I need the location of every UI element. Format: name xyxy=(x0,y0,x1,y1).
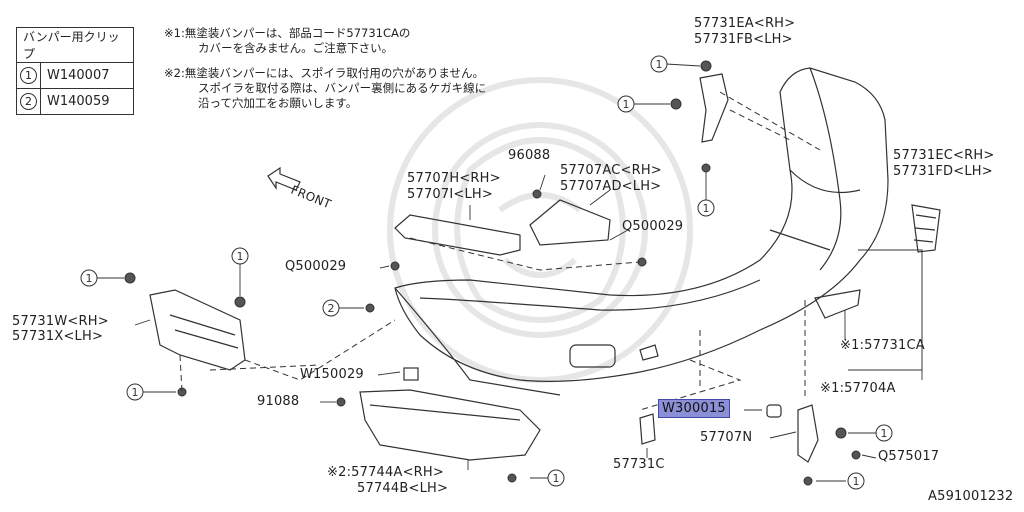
clip-table-header: バンパー用クリップ xyxy=(16,27,134,63)
side-spacer-right xyxy=(911,204,941,253)
svg-text:2: 2 xyxy=(328,302,335,315)
diagram-id: A591001232 xyxy=(928,489,1014,504)
clip-code: W140059 xyxy=(40,88,134,115)
clip-W150029 xyxy=(403,367,419,381)
label-57731EA: 57731EA<RH> xyxy=(694,16,796,31)
note-1-line-2: カバーを含みません。ご注意下さい。 xyxy=(198,41,394,55)
note-2-line-2: スポイラを取付る際は、バンパー裏側にあるケガキ線に xyxy=(198,81,487,95)
highlighted-part-number: W300015 xyxy=(658,399,730,418)
svg-text:1: 1 xyxy=(237,250,244,263)
lower-bracket-57707N xyxy=(797,404,819,463)
note-1-line-1: ※1:無塗装バンパーは、部品コード57731CAの xyxy=(164,26,411,40)
label-57731FB: 57731FB<LH> xyxy=(694,32,793,47)
callout-1: 1 xyxy=(231,247,249,265)
label-57731FD: 57731FD<LH> xyxy=(893,164,993,179)
callout-2: 2 xyxy=(322,299,340,317)
label-57707N: 57707N xyxy=(700,430,753,445)
callout-1: 1 xyxy=(875,424,893,442)
svg-text:1: 1 xyxy=(703,202,710,215)
label-57707AD: 57707AD<LH> xyxy=(560,179,662,194)
part-57731C xyxy=(639,413,656,445)
clip-W300015 xyxy=(766,404,782,418)
upper-bracket-57707H xyxy=(394,214,521,256)
label-57707H: 57707H<RH> xyxy=(407,171,501,186)
rear-bumper-cover xyxy=(394,67,889,382)
callout-1: 1 xyxy=(126,383,144,401)
upper-side-bracket xyxy=(699,73,729,143)
label-57731EC: 57731EC<RH> xyxy=(893,148,995,163)
label-57731CA: ※1:57731CA xyxy=(840,338,925,353)
label-W300015: W300015 xyxy=(658,399,730,418)
callout-1: 1 xyxy=(80,269,98,287)
upper-bracket-57707AC xyxy=(529,199,611,246)
rear-spoiler xyxy=(359,389,541,461)
label-Q500029-left: Q500029 xyxy=(285,259,347,274)
svg-text:1: 1 xyxy=(656,58,663,71)
svg-text:1: 1 xyxy=(623,98,630,111)
label-57731C: 57731C xyxy=(613,457,665,472)
svg-text:1: 1 xyxy=(853,475,860,488)
callout-1: 1 xyxy=(697,199,715,217)
callout-1: 1 xyxy=(547,469,565,487)
clip-code: W140007 xyxy=(40,62,134,89)
callout-1: 1 xyxy=(847,472,865,490)
side-bracket-left xyxy=(149,289,246,371)
label-57707AC: 57707AC<RH> xyxy=(560,163,662,178)
label-Q575017: Q575017 xyxy=(878,449,940,464)
label-91088: 91088 xyxy=(257,394,300,409)
callout-1: 1 xyxy=(617,95,635,113)
callout-1: 1 xyxy=(650,55,668,73)
label-57744A: ※2:57744A<RH> xyxy=(327,465,444,480)
svg-text:1: 1 xyxy=(132,386,139,399)
note-2-line-3: 沿って穴加工をお願いします。 xyxy=(198,96,358,110)
svg-text:1: 1 xyxy=(553,472,560,485)
label-57704A: ※1:57704A xyxy=(820,381,896,396)
label-W150029: W150029 xyxy=(300,367,364,382)
label-57707I: 57707I<LH> xyxy=(407,187,493,202)
clip-number: 2 xyxy=(20,93,37,110)
label-96088: 96088 xyxy=(508,148,551,163)
label-Q500029-right: Q500029 xyxy=(622,219,684,234)
label-57744B: 57744B<LH> xyxy=(357,481,449,496)
svg-text:1: 1 xyxy=(881,427,888,440)
svg-text:1: 1 xyxy=(86,272,93,285)
front-arrow xyxy=(267,166,301,191)
label-57731W: 57731W<RH> xyxy=(12,314,109,329)
clip-table: バンパー用クリップ 1 W140007 2 W140059 xyxy=(16,27,134,115)
note-2-line-1: ※2:無塗装バンパーには、スポイラ取付用の穴がありません。 xyxy=(164,66,485,80)
clip-number: 1 xyxy=(20,67,37,84)
label-57731X: 57731X<LH> xyxy=(12,329,104,344)
cover-57731CA xyxy=(814,289,861,319)
